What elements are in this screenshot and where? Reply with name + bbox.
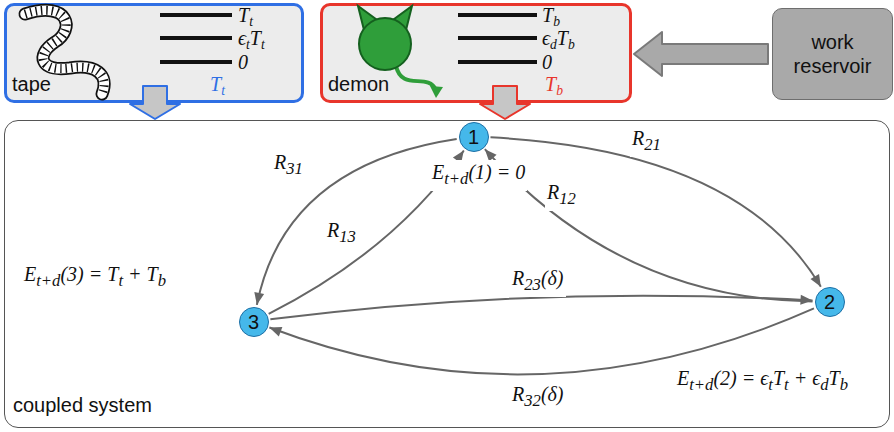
energy-level bbox=[160, 36, 232, 40]
transition-line bbox=[490, 137, 820, 287]
transition-arrow bbox=[485, 149, 813, 301]
transition-line bbox=[485, 149, 813, 301]
arrow-head bbox=[254, 292, 264, 305]
demon-head bbox=[359, 18, 411, 70]
state-circle: 1 bbox=[459, 122, 489, 152]
coupling-arrow bbox=[480, 86, 530, 119]
rate-label: R32(δ) bbox=[510, 382, 566, 413]
level-label: 0 bbox=[238, 50, 248, 74]
rate-label: R21 bbox=[630, 126, 663, 157]
work-reservoir-box: work reservoir bbox=[772, 8, 893, 100]
energy-level bbox=[160, 13, 232, 17]
state-circle: 2 bbox=[815, 287, 845, 317]
transition-line bbox=[257, 139, 457, 305]
level-label: Tb bbox=[542, 3, 560, 27]
energy-level bbox=[458, 60, 537, 64]
energy-level bbox=[458, 36, 537, 40]
box-title: coupled system bbox=[13, 393, 152, 417]
energy-level bbox=[458, 13, 537, 17]
level-label: ϵtTt bbox=[238, 26, 265, 50]
energy-label: Et+d(2) = ϵtTt + ϵdTb bbox=[675, 366, 850, 397]
transition-arrow bbox=[254, 139, 456, 305]
arrow-head bbox=[800, 295, 812, 305]
tape-ribbon-hatch bbox=[25, 10, 104, 94]
tape-ribbon-fill bbox=[25, 10, 104, 94]
energy-label: Et+d(1) = 0 bbox=[430, 160, 527, 191]
energy-label: Et+d(3) = Tt + Tb bbox=[22, 262, 168, 293]
transition-arrow bbox=[270, 295, 812, 319]
level-label: Tt bbox=[238, 3, 253, 27]
temperature-label: Tt bbox=[210, 72, 225, 96]
energy-level bbox=[160, 60, 232, 64]
box-title: demon bbox=[328, 72, 389, 96]
tape-ribbon-outline bbox=[25, 10, 104, 94]
box-title: tape bbox=[12, 72, 51, 96]
demon-tail-tip bbox=[430, 86, 443, 98]
level-label: ϵdTb bbox=[542, 26, 575, 50]
coupling-arrow bbox=[130, 86, 180, 119]
temperature-label: Tb bbox=[545, 72, 563, 96]
state-number: 1 bbox=[468, 125, 479, 149]
transition-line bbox=[270, 296, 812, 320]
state-number: 2 bbox=[824, 290, 835, 314]
transition-arrow bbox=[490, 137, 820, 287]
transition-line bbox=[269, 308, 814, 374]
arrow-head bbox=[269, 327, 282, 336]
arrow-head bbox=[810, 274, 820, 287]
transition-arrow bbox=[269, 308, 814, 374]
state-number: 3 bbox=[248, 310, 259, 334]
demon-tail bbox=[396, 66, 436, 90]
work-arrow bbox=[634, 32, 768, 76]
rate-label: R23(δ) bbox=[510, 266, 566, 297]
state-circle: 3 bbox=[239, 307, 269, 337]
box-title: work reservoir bbox=[773, 30, 892, 78]
rate-label: R12 bbox=[545, 180, 578, 211]
rate-label: R13 bbox=[325, 218, 358, 249]
rate-label: R31 bbox=[272, 150, 305, 181]
level-label: 0 bbox=[542, 50, 552, 74]
